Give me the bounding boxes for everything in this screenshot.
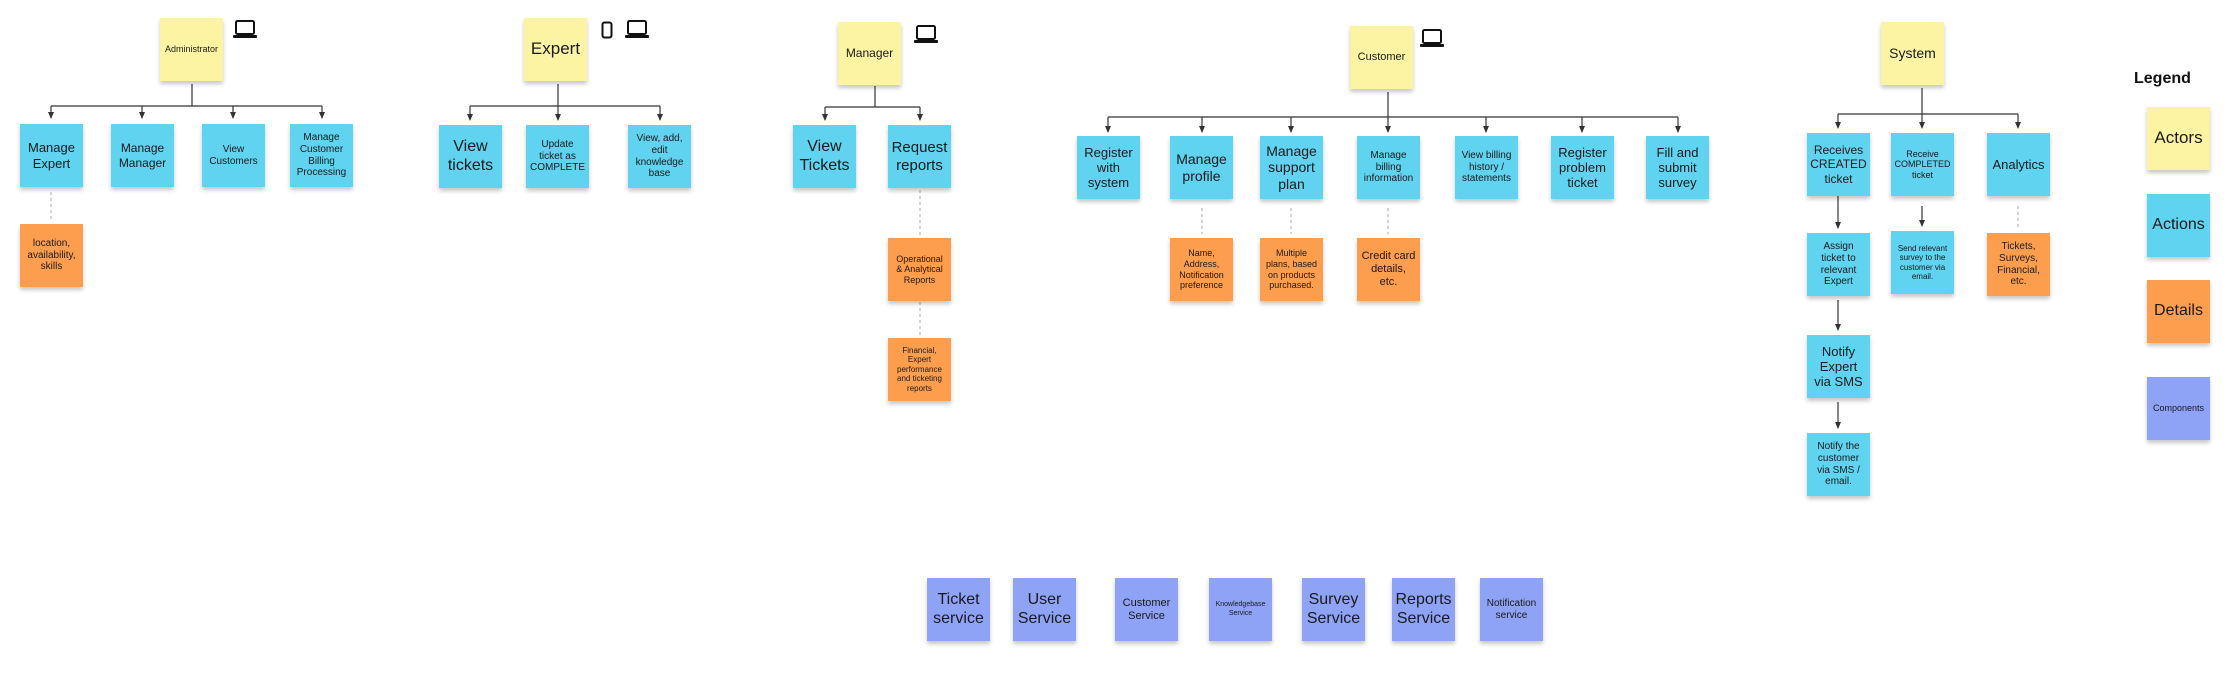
component-notification-service[interactable]: Notification service [1480,578,1543,641]
action-manage-profile[interactable]: Manage profile [1170,136,1233,199]
detail-analytics-data[interactable]: Tickets, Surveys, Financial, etc. [1987,233,2050,296]
arrowhead [1385,126,1391,133]
legend-details: Details [2147,280,2210,343]
action-analytics[interactable]: Analytics [1987,133,2050,196]
legend-title: Legend [2134,70,2191,87]
arrowhead [1919,220,1925,227]
arrowhead [319,112,325,119]
actor-administrator[interactable]: Administrator [160,18,223,81]
action-manage-expert[interactable]: Manage Expert [20,124,83,187]
actor-customer[interactable]: Customer [1350,26,1413,89]
arrowhead [1105,126,1111,133]
action-edit-knowledge-base[interactable]: View, add, edit knowledge base [628,125,691,188]
arrowhead [1199,126,1205,133]
action-request-reports[interactable]: Request reports [888,125,951,188]
action-notify-customer[interactable]: Notify the customer via SMS / email. [1807,433,1870,496]
action-manage-billing-information[interactable]: Manage billing information [1357,136,1420,199]
component-customer-service[interactable]: Customer Service [1115,578,1178,641]
action-manage-support-plan[interactable]: Manage support plan [1260,136,1323,199]
arrowhead [1675,126,1681,133]
arrowhead [1919,122,1925,129]
legend-actions: Actions [2147,194,2210,257]
action-view-customers[interactable]: View Customers [202,124,265,187]
action-fill-submit-survey[interactable]: Fill and submit survey [1646,136,1709,199]
detail-support-plans[interactable]: Multiple plans, based on products purcha… [1260,238,1323,301]
laptop-icon [1420,29,1444,47]
component-ticket-service[interactable]: Ticket service [927,578,990,641]
arrowhead [230,112,236,119]
detail-billing-details[interactable]: Credit card details, etc. [1357,238,1420,301]
arrowhead [555,114,561,121]
action-update-ticket-complete[interactable]: Update ticket as COMPLETE [526,125,589,188]
component-user-service[interactable]: User Service [1013,578,1076,641]
action-assign-ticket-expert[interactable]: Assign ticket to relevant Expert [1807,233,1870,296]
arrowhead [1288,126,1294,133]
phone-icon [601,21,613,39]
component-reports-service[interactable]: Reports Service [1392,578,1455,641]
actor-expert[interactable]: Expert [524,18,587,81]
laptop-icon [233,20,257,38]
arrowhead [1483,126,1489,133]
detail-financial-reports[interactable]: Financial, Expert performance and ticket… [888,338,951,401]
arrowhead [1835,324,1841,331]
laptop-icon [914,25,938,43]
detail-operational-reports[interactable]: Operational & Analytical Reports [888,238,951,301]
component-knowledgebase-service[interactable]: Knowledgebase Service [1209,578,1272,641]
arrowhead [1835,122,1841,129]
action-manage-customer-billing[interactable]: Manage Customer Billing Processing [290,124,353,187]
actor-manager[interactable]: Manager [838,22,901,85]
action-notify-expert-sms[interactable]: Notify Expert via SMS [1807,335,1870,398]
action-send-survey[interactable]: Send relevant survey to the customer via… [1891,231,1954,294]
arrowhead [48,112,54,119]
action-receive-completed-ticket[interactable]: Receive COMPLETED ticket [1891,133,1954,196]
action-view-billing-history[interactable]: View billing history / statements [1455,136,1518,199]
action-view-tickets[interactable]: View tickets [439,125,502,188]
legend-components: Components [2147,377,2210,440]
detail-expert-attributes[interactable]: location, availability, skills [20,224,83,287]
arrowhead [657,114,663,121]
action-manage-manager[interactable]: Manage Manager [111,124,174,187]
arrowhead [1579,126,1585,133]
arrowhead [139,112,145,119]
detail-profile-fields[interactable]: Name, Address, Notification preference [1170,238,1233,301]
arrowhead [822,114,828,121]
arrowhead [467,114,473,121]
arrowhead [1835,422,1841,429]
arrowhead [2015,122,2021,129]
legend-actors: Actors [2147,107,2210,170]
component-survey-service[interactable]: Survey Service [1302,578,1365,641]
arrowhead [917,114,923,121]
action-register-problem-ticket[interactable]: Register problem ticket [1551,136,1614,199]
actor-system[interactable]: System [1881,22,1944,85]
action-receives-created-ticket[interactable]: Receives CREATED ticket [1807,133,1870,196]
laptop-icon [625,20,649,38]
action-manager-view-tickets[interactable]: View Tickets [793,125,856,188]
action-register-with-system[interactable]: Register with system [1077,136,1140,199]
arrowhead [1835,222,1841,229]
